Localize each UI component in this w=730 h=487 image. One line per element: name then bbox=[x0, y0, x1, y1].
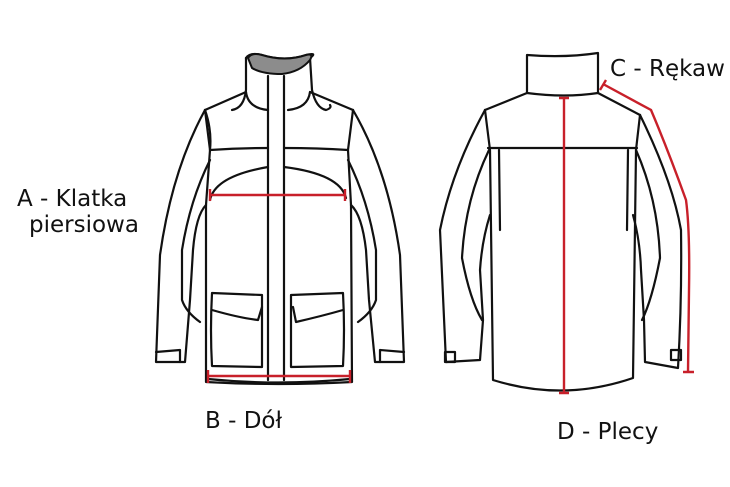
measure-line-a bbox=[208, 189, 347, 201]
back-collar bbox=[525, 51, 600, 97]
measure-line-b bbox=[206, 370, 352, 383]
label-c-sleeve: C - Rękaw bbox=[610, 56, 725, 82]
measure-line-c bbox=[598, 79, 694, 374]
label-a-line2: piersiowa bbox=[29, 212, 139, 239]
front-left-cuff bbox=[154, 348, 182, 364]
front-jacket-view bbox=[154, 52, 406, 386]
front-placket bbox=[266, 74, 286, 382]
label-a-line1: A - Klatka bbox=[17, 186, 128, 212]
measure-line-d bbox=[559, 96, 569, 395]
label-d-back: D - Plecy bbox=[557, 419, 659, 445]
front-collar-inner-fill bbox=[247, 53, 313, 75]
label-a-chest: A - Klatka piersiowa bbox=[17, 186, 139, 239]
back-right-cuff-tab bbox=[669, 348, 683, 362]
back-left-cuff-tab bbox=[443, 350, 457, 364]
front-right-cuff bbox=[378, 348, 406, 364]
front-right-pocket bbox=[289, 291, 346, 369]
measure-lines-front bbox=[206, 189, 352, 383]
label-b-hem: B - Dół bbox=[205, 408, 283, 434]
front-left-pocket bbox=[209, 291, 264, 369]
measure-lines-back bbox=[559, 79, 694, 395]
back-jacket-view bbox=[438, 51, 683, 392]
